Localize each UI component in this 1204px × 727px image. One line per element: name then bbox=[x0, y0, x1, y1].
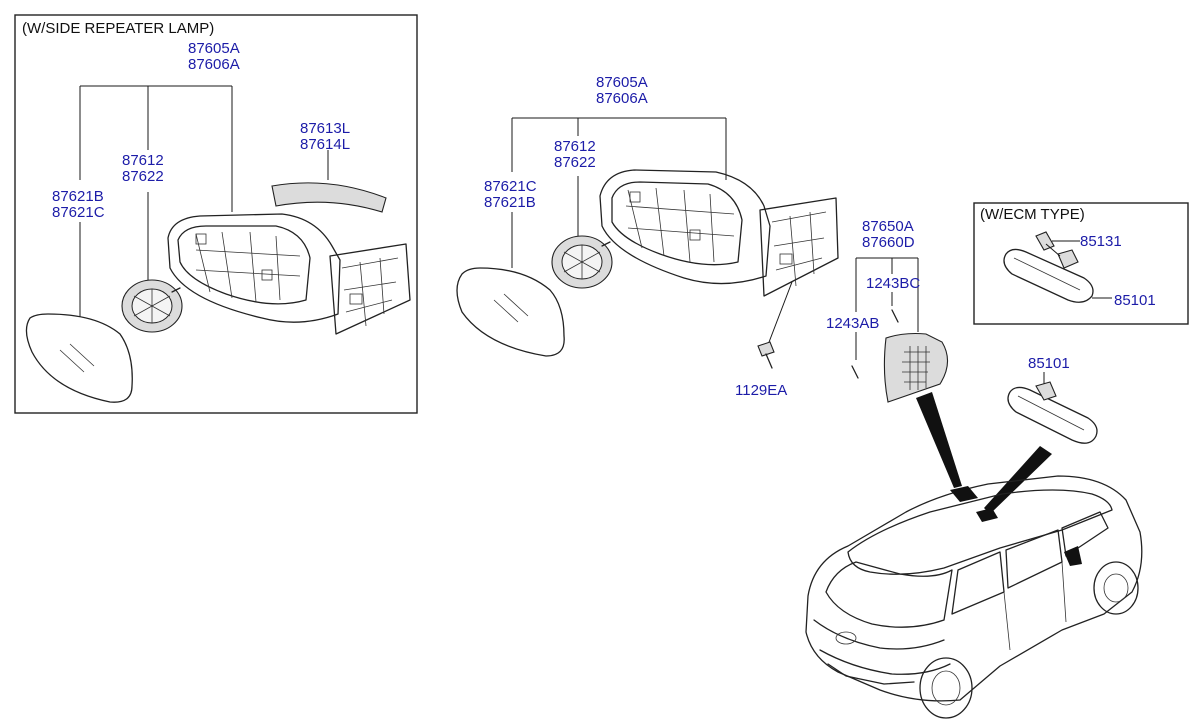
center-assembly-pn-1[interactable]: 87605A bbox=[596, 74, 648, 91]
ecm-inside-mirror bbox=[1003, 248, 1094, 303]
screw-lower-pn[interactable]: 1243AB bbox=[826, 315, 879, 332]
ecm-connector bbox=[1035, 231, 1079, 269]
ecm-group: (W/ECM TYPE) 85131 85101 bbox=[973, 202, 1189, 325]
left-actuator-pn-2[interactable]: 87622 bbox=[122, 168, 164, 185]
repeater-lamp-box bbox=[14, 14, 418, 414]
cover-pn-1[interactable]: 87650A bbox=[862, 218, 914, 235]
ecm-header: (W/ECM TYPE) bbox=[980, 206, 1085, 223]
left-mirror-actuator bbox=[121, 279, 183, 333]
center-glass-pn-1[interactable]: 87621C bbox=[484, 178, 537, 195]
repeater-lamp-header: (W/SIDE REPEATER LAMP) bbox=[22, 20, 214, 37]
screw-upper-pn[interactable]: 1243BC bbox=[866, 275, 920, 292]
screw-upper bbox=[891, 309, 899, 323]
center-mirror-actuator bbox=[551, 235, 613, 289]
car-illustration bbox=[805, 475, 1143, 719]
cover-group: 87650A 87660D 1243BC 1243AB bbox=[826, 218, 949, 403]
cover-pointer bbox=[916, 392, 962, 488]
left-mirror-glass bbox=[25, 313, 133, 403]
inside-mirror bbox=[1007, 381, 1098, 444]
left-repeater-lamp bbox=[271, 182, 387, 213]
cover-leader-lines bbox=[855, 257, 919, 360]
center-glass-pn-2[interactable]: 87621B bbox=[484, 194, 536, 211]
mirror-cover bbox=[883, 332, 949, 403]
left-lamp-pn-1[interactable]: 87613L bbox=[300, 120, 350, 137]
left-assembly-pn-1[interactable]: 87605A bbox=[188, 40, 240, 57]
left-leader-lines bbox=[79, 85, 233, 318]
center-assembly-pn-2[interactable]: 87606A bbox=[596, 90, 648, 107]
bolt-pn[interactable]: 1129EA bbox=[735, 382, 787, 399]
center-actuator-pn-1[interactable]: 87612 bbox=[554, 138, 596, 155]
left-actuator-pn-1[interactable]: 87612 bbox=[122, 152, 164, 169]
left-glass-pn-1[interactable]: 87621B bbox=[52, 188, 104, 205]
center-actuator-pn-2[interactable]: 87622 bbox=[554, 154, 596, 171]
left-mirror-housing bbox=[167, 213, 411, 335]
ecm-connector-pn[interactable]: 85131 bbox=[1080, 233, 1122, 250]
center-leader-lines bbox=[511, 117, 727, 268]
center-mirror-housing bbox=[599, 169, 839, 297]
screw-lower bbox=[851, 365, 859, 379]
left-assembly-pn-2[interactable]: 87606A bbox=[188, 56, 240, 73]
center-mirror-glass bbox=[456, 267, 565, 357]
cover-pn-2[interactable]: 87660D bbox=[862, 234, 915, 251]
ecm-mirror-pn[interactable]: 85101 bbox=[1114, 292, 1156, 309]
inside-mirror-pn[interactable]: 85101 bbox=[1028, 355, 1070, 372]
repeater-lamp-group: (W/SIDE REPEATER LAMP) 87605A 87606A 876… bbox=[14, 14, 418, 414]
ecm-box bbox=[973, 202, 1189, 325]
left-lamp-pn-2[interactable]: 87614L bbox=[300, 136, 350, 153]
center-mirror-group: 87605A 87606A 87612 87622 87621C 87621B bbox=[456, 74, 839, 399]
left-glass-pn-2[interactable]: 87621C bbox=[52, 204, 105, 221]
center-bolt bbox=[757, 341, 775, 369]
bolt-leader bbox=[765, 281, 793, 351]
